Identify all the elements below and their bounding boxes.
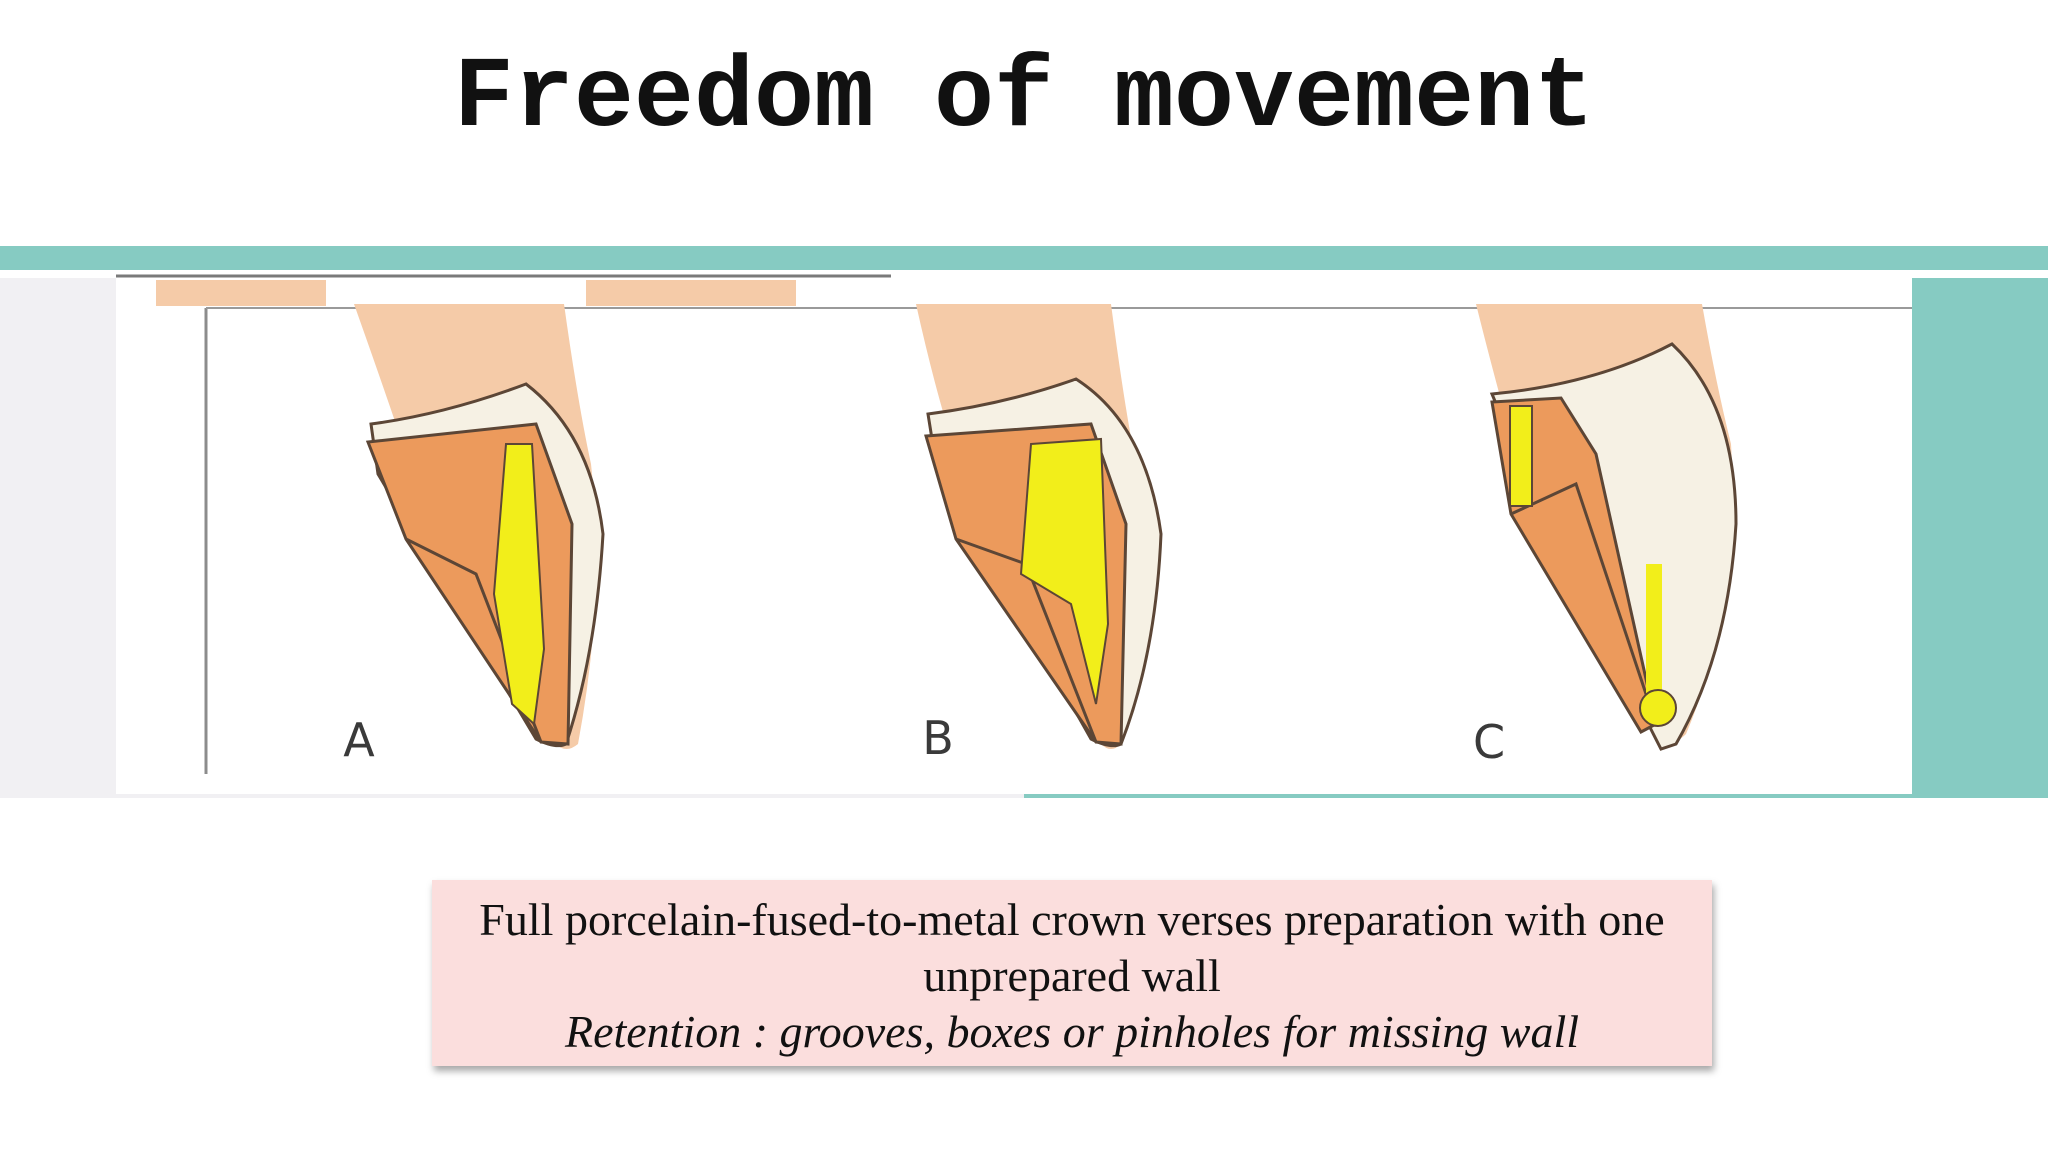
tooth-b [916, 304, 1163, 749]
figure-label-c: C [1473, 715, 1505, 769]
tooth-c [1476, 304, 1738, 751]
caption-box: Full porcelain-fused-to-metal crown vers… [432, 880, 1712, 1066]
tooth-illustration: A B C [116, 274, 1912, 794]
figure-label-b: B [922, 711, 954, 765]
accent-band-top [0, 246, 2048, 270]
tooth-preparation-figure: A B C [116, 274, 1912, 794]
tooth-a [354, 304, 605, 749]
figure-label-a: A [343, 713, 375, 767]
caption-sub-text: Retention : grooves, boxes or pinholes f… [564, 1006, 1580, 1057]
slide-title: Freedom of movement [453, 43, 1595, 156]
caption-main-text: Full porcelain-fused-to-metal crown vers… [479, 894, 1665, 1001]
